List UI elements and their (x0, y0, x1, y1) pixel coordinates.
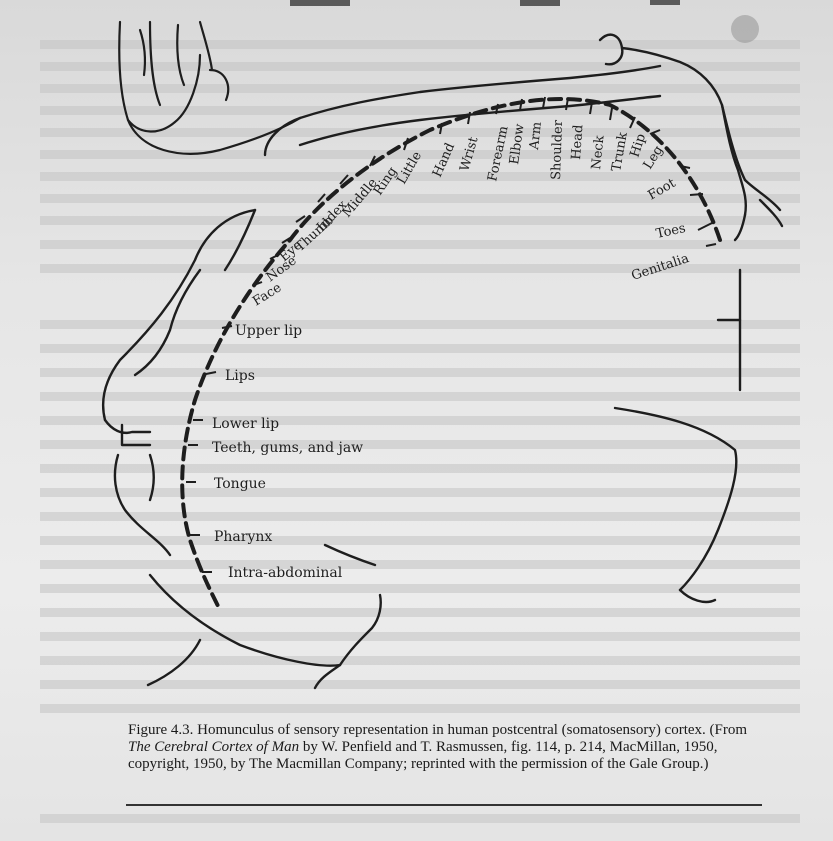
label-teeth-gums-jaw: Teeth, gums, and jaw (212, 440, 363, 456)
label-foot: Foot (646, 175, 679, 203)
label-trunk: Trunk (609, 131, 631, 173)
caption-book-title: The Cerebral Cortex of Man (128, 739, 299, 755)
label-lower-lip: Lower lip (212, 416, 279, 432)
label-neck: Neck (589, 135, 608, 171)
label-arm: Arm (527, 121, 545, 151)
spinal-drawing (615, 270, 740, 602)
label-hand: Hand (430, 141, 458, 180)
hand-drawing (119, 22, 300, 154)
label-upper-lip: Upper lip (235, 323, 302, 339)
label-little: Little (394, 149, 425, 187)
caption-rule (126, 804, 762, 806)
label-genitalia: Genitalia (630, 251, 692, 284)
label-tongue: Tongue (214, 476, 266, 492)
label-lips: Lips (225, 368, 255, 384)
caption-text-part1: Figure 4.3. Homunculus of sensory repres… (128, 722, 747, 738)
figure-caption: Figure 4.3. Homunculus of sensory repres… (128, 722, 760, 773)
label-wrist: Wrist (457, 135, 481, 174)
label-intra-abdominal: Intra-abdominal (228, 565, 343, 581)
label-pharynx: Pharynx (214, 529, 272, 545)
label-toes: Toes (655, 221, 687, 242)
sensory-labels: Genitalia Toes Foot Leg Hip Trunk Neck H… (250, 119, 691, 309)
label-shoulder: Shoulder (549, 119, 566, 180)
horizontal-labels: Upper lip Lips Lower lip Teeth, gums, an… (212, 323, 363, 581)
label-head: Head (569, 124, 586, 160)
